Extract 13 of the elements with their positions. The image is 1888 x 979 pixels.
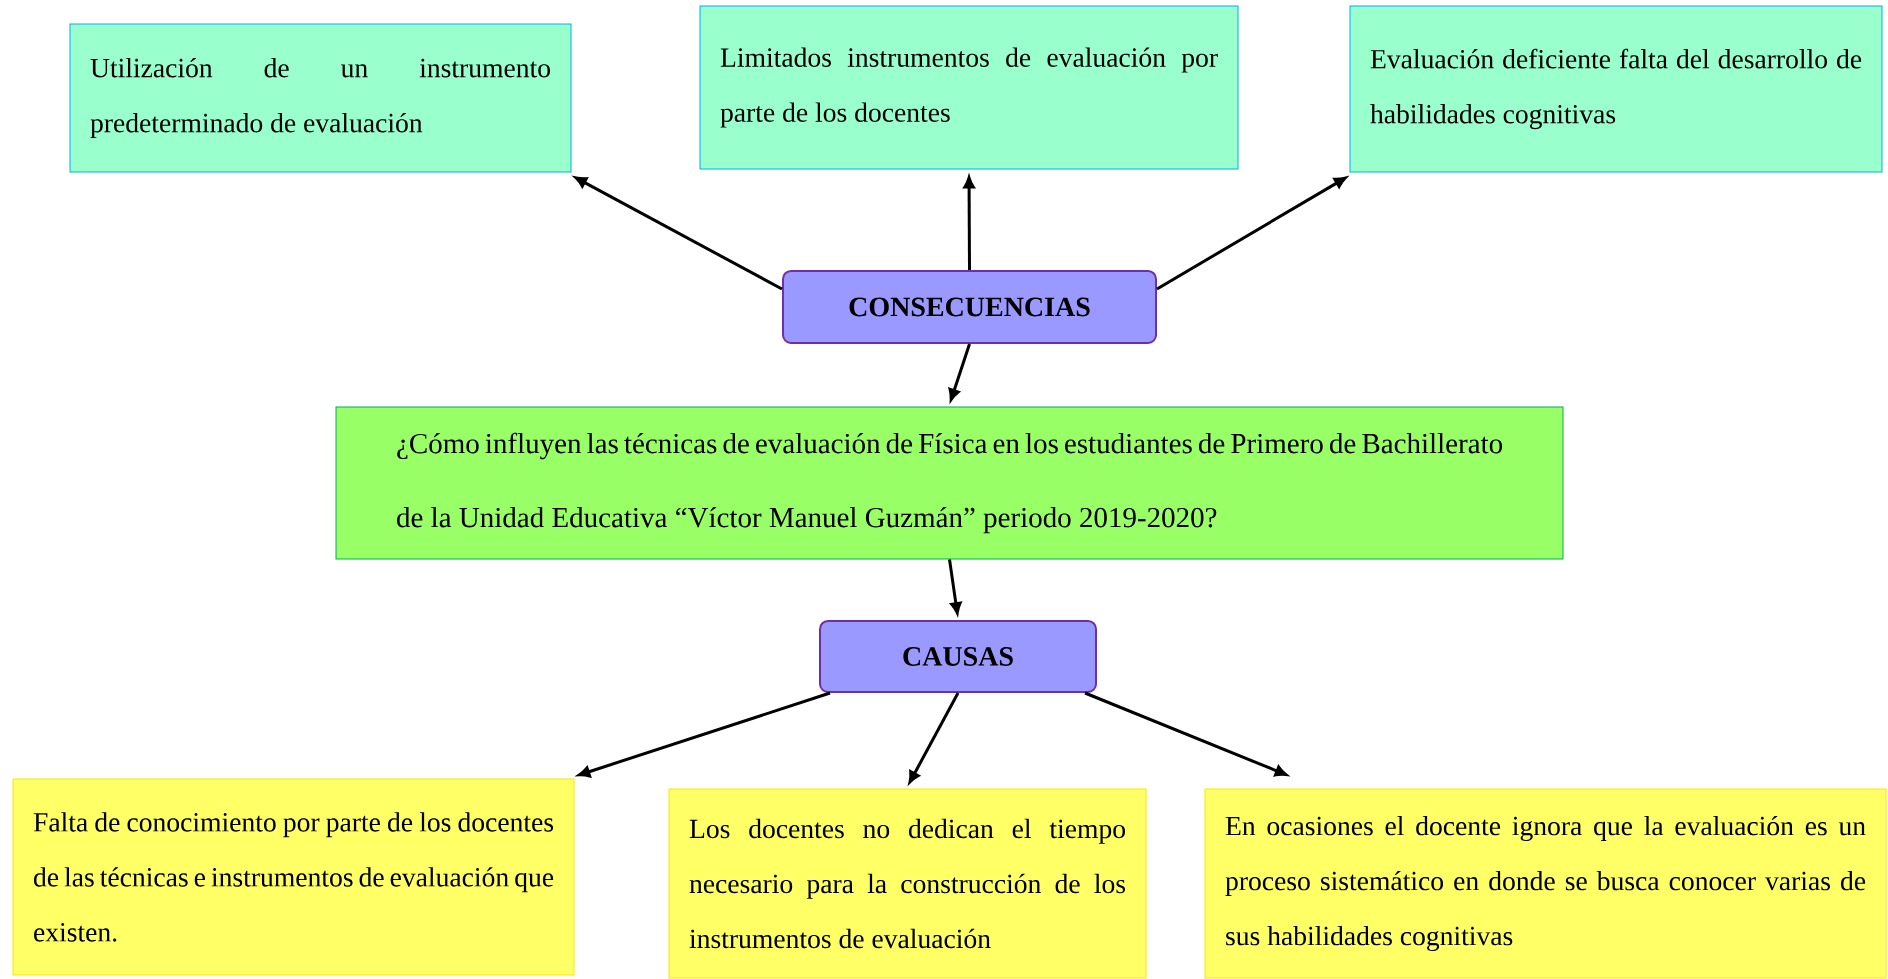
problem-box: ¿Cómo influyen las técnicas de evaluación de Física en los estudiantes de Primero de Bachillerato de la Unidad Educativa “Víctor Manuel Guzmán” periodo 2019-2020? xyxy=(335,406,1564,560)
arrow xyxy=(908,692,960,784)
cause-box: En ocasiones el docente ignora que la evaluación es un proceso sistemático en donde se busca conocer varias de sus habilidades cognitivas xyxy=(1204,788,1887,979)
arrow xyxy=(574,176,783,291)
effect-box: Limitados instrumentos de evaluación por parte de los docentes xyxy=(699,5,1239,170)
effect-box: Utilización de un instrumento predeterminado de evaluación xyxy=(69,23,572,173)
heading-box: CAUSAS xyxy=(819,620,1097,693)
cause-box: Falta de conocimiento por parte de los docentes de las técnicas e instrumentos de evaluación que existen. xyxy=(12,778,575,976)
effect-box: Evaluación deficiente falta del desarrollo de habilidades cognitivas xyxy=(1349,5,1883,173)
arrow xyxy=(948,559,962,615)
heading-box: CONSECUENCIAS xyxy=(782,270,1157,344)
arrow xyxy=(1084,691,1288,777)
cause-box: Los docentes no dedican el tiempo necesario para la construcción de los instrumentos de evaluación xyxy=(668,788,1147,979)
